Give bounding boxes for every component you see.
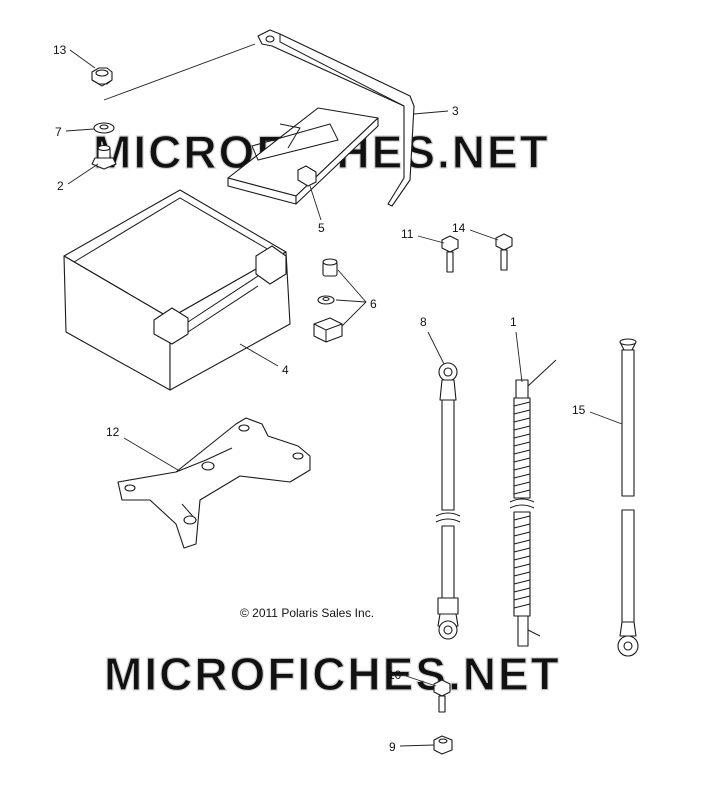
- part-6-nut: [313, 317, 343, 343]
- leader-13: [69, 49, 96, 69]
- leader-8: [427, 331, 445, 365]
- watermark-bottom: MICROFICHES.NET: [104, 648, 561, 700]
- callout-5: 5: [318, 221, 325, 235]
- callout-11: 11: [401, 227, 414, 241]
- leader-7: [65, 128, 95, 132]
- leader-3-to-13: [103, 43, 256, 101]
- part-13-flange-nut: [91, 67, 113, 87]
- leader-15: [589, 411, 623, 425]
- callout-6: 6: [370, 297, 377, 311]
- callout-14: 14: [452, 221, 466, 235]
- part-6-bolt: [322, 258, 338, 277]
- leader-5: [309, 185, 322, 221]
- callout-15: 15: [572, 403, 586, 417]
- leader-14: [469, 229, 499, 241]
- part-6-washer: [317, 295, 335, 305]
- leader-12: [123, 437, 179, 471]
- part-12-battery-base: [117, 417, 311, 549]
- part-5-strap: [227, 107, 379, 205]
- leader-11: [417, 235, 445, 244]
- callout-8: 8: [420, 315, 427, 329]
- part-4-battery: [63, 189, 291, 391]
- leader-9: [399, 744, 435, 747]
- part-7-washer: [93, 122, 115, 134]
- leader-3: [413, 110, 449, 115]
- callout-2: 2: [57, 179, 64, 193]
- callout-3: 3: [452, 104, 459, 118]
- callout-1: 1: [510, 315, 517, 329]
- leader-6b: [335, 299, 367, 303]
- callout-10: 10: [388, 668, 402, 682]
- part-8-cable: [435, 362, 461, 640]
- part-14-bolt: [495, 233, 513, 271]
- callout-4: 4: [282, 363, 289, 377]
- callout-12: 12: [106, 425, 120, 439]
- part-1-cable: [509, 359, 557, 647]
- copyright-text: © 2011 Polaris Sales Inc.: [240, 606, 374, 620]
- leader-10: [405, 675, 437, 687]
- part-15-vent-tube: [617, 338, 639, 657]
- leader-6a: [337, 269, 367, 303]
- part-3-bracket: [257, 29, 415, 207]
- part-11-bolt: [441, 235, 459, 273]
- leader-2: [67, 163, 99, 185]
- leader-6c: [341, 301, 367, 327]
- leader-4: [239, 343, 279, 367]
- callout-9: 9: [389, 740, 396, 754]
- part-2-bolt: [91, 144, 117, 170]
- part-10-bolt: [433, 679, 451, 713]
- leader-1: [515, 331, 523, 383]
- callout-13: 13: [53, 43, 67, 57]
- part-9-nut: [433, 735, 453, 755]
- callout-7: 7: [55, 125, 62, 139]
